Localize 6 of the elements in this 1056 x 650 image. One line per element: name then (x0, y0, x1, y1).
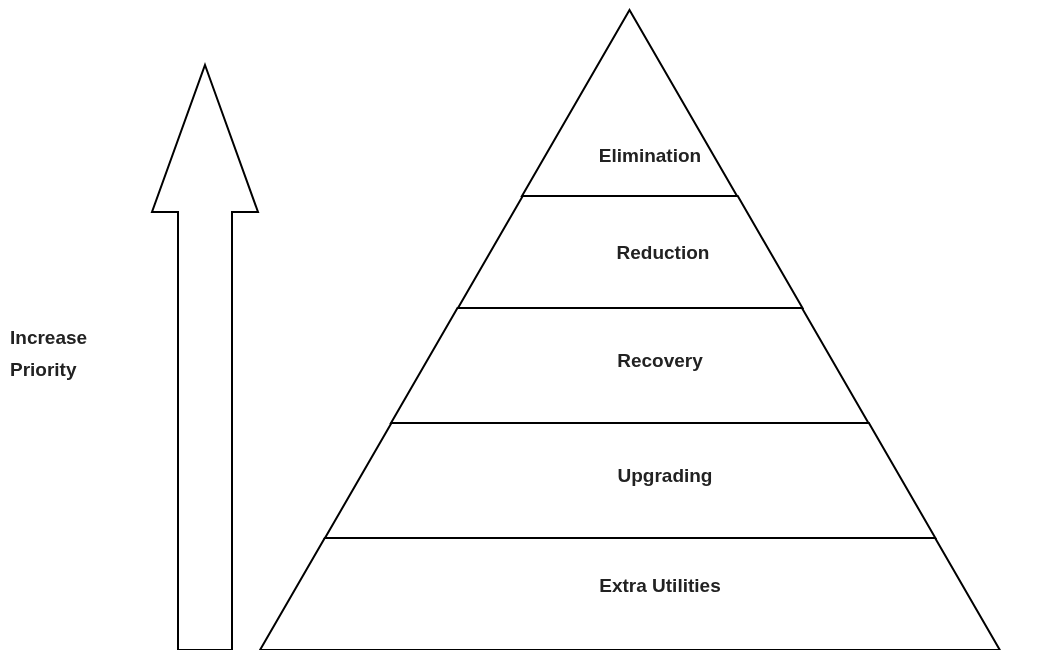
axis-label: Increase Priority (10, 326, 89, 382)
level-label: Reduction (616, 242, 710, 264)
level-label: Elimination (598, 145, 702, 167)
level-label: Extra Utilities (599, 575, 721, 597)
level-label: Upgrading (617, 465, 713, 487)
level-label: Recovery (617, 350, 703, 372)
